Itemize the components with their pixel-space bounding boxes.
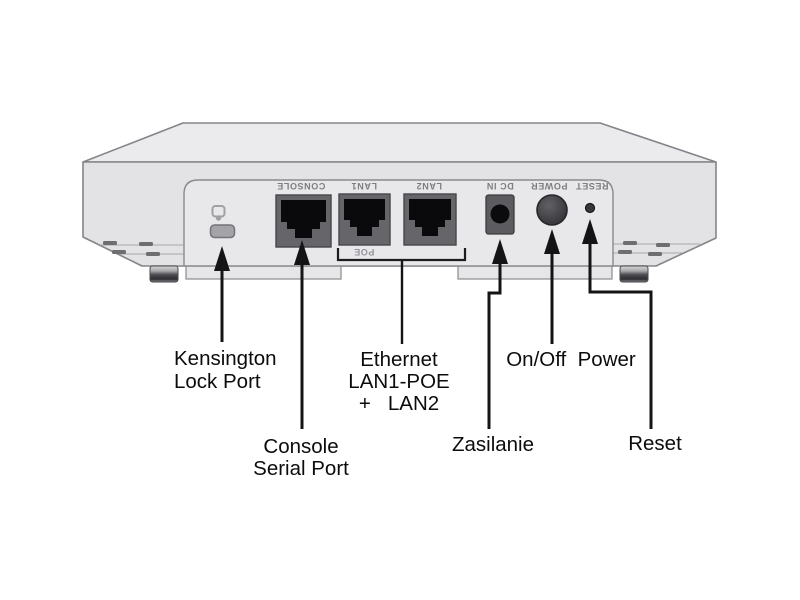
ethernet-label-line2: LAN1-POE — [348, 370, 449, 393]
reset-arrowhead — [582, 219, 598, 244]
bottom-mount-tab-left — [185, 265, 342, 280]
kensington-lock-port — [209, 205, 236, 239]
console-rj45-opening — [281, 200, 326, 238]
callout-lines — [220, 238, 653, 429]
poe-group-bracket: POE — [336, 247, 467, 262]
console-arrowhead — [294, 240, 310, 265]
reset-hole: RESET — [575, 181, 609, 214]
lan2-port-label: LAN2 — [416, 181, 442, 191]
kensington-lock-icon — [211, 205, 226, 221]
console-label-line2: Serial Port — [253, 457, 349, 480]
lan1-port: LAN1 — [338, 181, 391, 246]
callout-labels: Kensington Lock Port Console Serial Port… — [174, 347, 682, 480]
zasilanie-label: Zasilanie — [452, 433, 534, 456]
reset-label: RESET — [575, 181, 608, 191]
kensington-lock-slot — [209, 224, 236, 239]
poe-group-label: POE — [354, 247, 375, 257]
kensington-label-line1: Kensington — [174, 347, 277, 370]
lan2-rj45-opening — [409, 199, 451, 236]
dc-in-label: DC IN — [486, 181, 514, 191]
dc-in-callout-line — [487, 260, 502, 429]
lan1-port-label: LAN1 — [351, 181, 377, 191]
ethernet-label-line3: + LAN2 — [359, 392, 439, 415]
dc-in-port: DC IN — [485, 181, 515, 235]
onoff-power-label: On/Off Power — [506, 348, 636, 371]
device-chassis — [82, 122, 717, 283]
console-port-label: CONSOLE — [277, 181, 326, 191]
power-button: POWER — [530, 181, 568, 226]
console-port: CONSOLE — [275, 181, 332, 248]
console-label-line1: Console — [263, 435, 338, 458]
vent-slots — [103, 241, 670, 256]
dc-in-arrowhead — [492, 239, 508, 264]
power-button-label: POWER — [530, 181, 567, 191]
kensington-label-line2: Lock Port — [174, 370, 261, 393]
kensington-arrowhead — [214, 246, 230, 271]
device-top-face — [82, 122, 717, 163]
lan2-port: LAN2 — [403, 181, 457, 246]
rubber-foot-left — [149, 265, 179, 283]
rubber-foot-right — [619, 265, 649, 283]
power-arrowhead — [544, 229, 560, 254]
ethernet-label-line1: Ethernet — [360, 348, 438, 371]
reset-callout-label: Reset — [628, 432, 682, 455]
callout-arrowheads — [214, 219, 598, 271]
reset-callout-line — [588, 238, 653, 429]
power-button-cap — [536, 194, 568, 226]
lan1-rj45-opening — [344, 199, 385, 236]
dc-in-barrel-opening — [490, 204, 510, 224]
poe-bracket-line — [336, 248, 467, 262]
reset-pinhole — [584, 202, 596, 214]
